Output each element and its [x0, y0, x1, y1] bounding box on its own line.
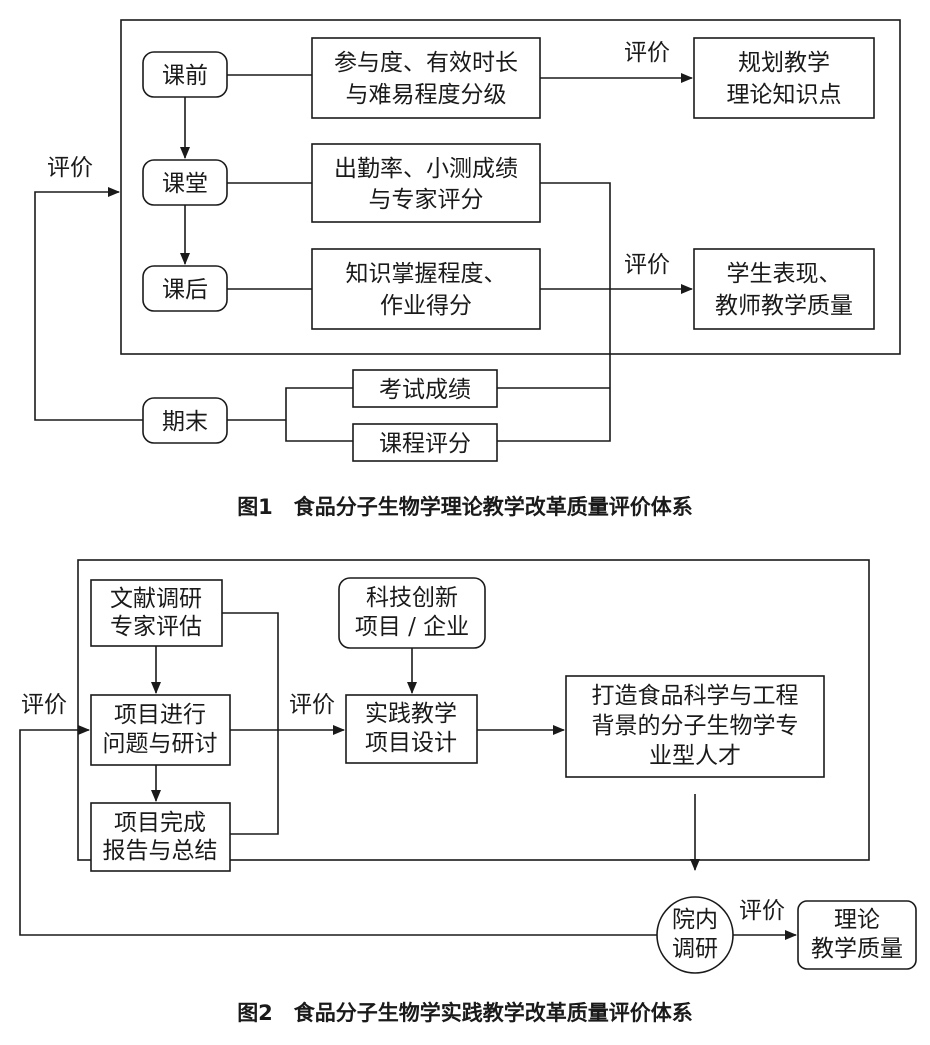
stage-final-label: 期末 [162, 409, 208, 435]
result-line1: 理论 [834, 907, 880, 933]
survey-line2: 调研 [672, 936, 718, 962]
stage-after-label: 课后 [162, 277, 208, 303]
eval-label-feedback: 评价 [47, 155, 93, 181]
metric-inclass-box [311, 143, 541, 223]
outcome-quality-line1: 学生表现、 [727, 261, 842, 287]
eval-label-feedback-2: 评价 [21, 692, 67, 718]
metric-after-box [311, 248, 541, 330]
eval-label-survey: 评价 [739, 898, 785, 924]
metric-course-box [352, 423, 498, 462]
stage-inclass-label: 课堂 [162, 171, 208, 197]
result-box [797, 900, 917, 970]
outcome-plan-line1: 规划教学 [738, 50, 830, 76]
survey-line1: 院内 [672, 907, 718, 933]
talent-line2: 背景的分子生物学专 [592, 713, 799, 739]
metric-inclass-line1: 出勤率、小测成绩 [334, 156, 518, 182]
eval-label-top: 评价 [624, 40, 670, 66]
step-complete-line1: 项目完成 [114, 810, 206, 836]
figure2: 文献调研 专家评估 项目进行 问题与研讨 项目完成 报告与总结 评价 科技创新 … [19, 559, 917, 1025]
step-progress-line1: 项目进行 [114, 702, 206, 728]
design-box [345, 694, 478, 764]
link-branch-exam-course [285, 387, 353, 442]
figure1-caption: 图1 食品分子生物学理论教学改革质量评价体系 [237, 495, 693, 519]
step-research-line1: 文献调研 [110, 586, 202, 612]
talent-line3: 业型人才 [649, 743, 741, 769]
arrow-feedback-loop-2 [19, 725, 657, 936]
metric-exam-box [352, 369, 498, 408]
step-complete-line2: 报告与总结 [103, 838, 218, 864]
outcome-quality-box [693, 248, 875, 330]
design-line2: 项目设计 [365, 730, 457, 756]
metric-course-label: 课程评分 [379, 431, 471, 457]
outcome-plan-box [693, 37, 875, 119]
stage-before-label: 课前 [162, 63, 208, 89]
metric-before-box [311, 37, 541, 119]
figure2-caption: 图2 食品分子生物学实践教学改革质量评价体系 [237, 1001, 693, 1025]
metric-after-line1: 知识掌握程度、 [346, 261, 507, 287]
metric-exam-label: 考试成绩 [379, 377, 471, 403]
link-steps-bracket [222, 612, 279, 835]
source-line1: 科技创新 [366, 585, 458, 611]
outcome-quality-line2: 教师教学质量 [715, 293, 853, 319]
arrow-feedback-loop [34, 187, 143, 421]
figure1: 课前 课堂 课后 期末 参与度、有效时长 与难易程度分级 出勤率、小测成绩 与专… [34, 19, 901, 519]
result-line2: 教学质量 [811, 936, 903, 962]
eval-label-steps: 评价 [289, 692, 335, 718]
talent-line1: 打造食品科学与工程 [592, 683, 799, 709]
metric-before-line1: 参与度、有效时长 [334, 50, 518, 76]
outcome-plan-line2: 理论知识点 [727, 82, 842, 108]
step-progress-line2: 问题与研讨 [103, 731, 218, 757]
fig1-semester-frame [120, 19, 901, 355]
metric-inclass-line2: 与专家评分 [369, 187, 484, 213]
source-line2: 项目 / 企业 [355, 614, 469, 640]
step-progress-box [90, 694, 231, 766]
metric-after-line2: 作业得分 [380, 293, 472, 319]
link-inclass-to-final [497, 182, 611, 442]
step-research-line2: 专家评估 [110, 614, 202, 640]
fig2-project-frame [77, 559, 870, 861]
eval-label-middle: 评价 [624, 252, 670, 278]
metric-before-line2: 与难易程度分级 [346, 82, 507, 108]
step-complete-box [90, 802, 231, 872]
design-line1: 实践教学 [365, 701, 457, 727]
step-research-box [90, 579, 223, 647]
talent-box [565, 675, 825, 778]
